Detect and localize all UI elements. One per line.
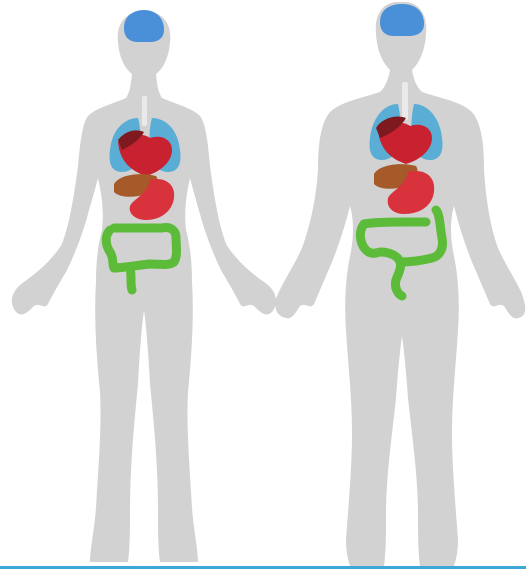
female-body-silhouette	[12, 12, 276, 562]
female-trachea	[142, 96, 147, 126]
female-figure	[12, 10, 276, 562]
male-trachea	[402, 82, 408, 120]
male-brain	[380, 4, 424, 36]
male-body-silhouette	[275, 2, 525, 566]
male-figure	[275, 2, 525, 566]
